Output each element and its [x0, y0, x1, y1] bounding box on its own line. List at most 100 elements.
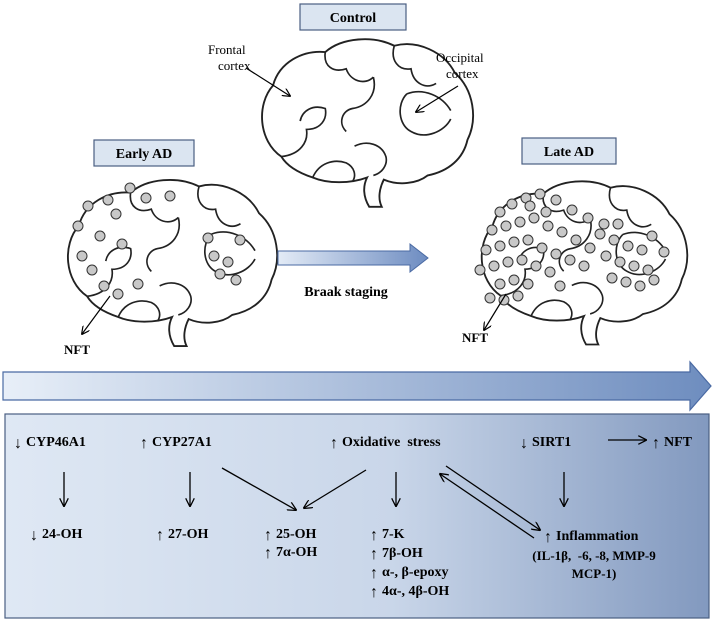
oh7a-label: 7α-OH [276, 545, 317, 560]
stage-early: Early AD [93, 139, 195, 167]
oh25-arrow-icon: ↑ [264, 527, 272, 544]
nft-early-pointer [82, 295, 111, 334]
oxidative-arrow-icon: ↑ [330, 435, 338, 452]
plaque-dot [222, 256, 234, 268]
plaque-dot [98, 280, 110, 292]
plaque-dot [82, 200, 94, 212]
plaque-dot [110, 208, 122, 220]
plaque-dot [554, 280, 566, 292]
plaque-dot [494, 206, 506, 218]
sirt1-arrow-icon: ↓ [520, 435, 528, 452]
plaque-dot [550, 248, 562, 260]
plaque-dot [76, 250, 88, 262]
plaque-dot [534, 188, 546, 200]
plaque-dot [494, 240, 506, 252]
braak-label: Braak staging [304, 285, 388, 300]
plaque-dot [612, 218, 624, 230]
cyp46a1-arrow-icon: ↓ [14, 435, 22, 452]
oh4-arrow-icon: ↑ [370, 584, 378, 601]
plaque-dot [140, 192, 152, 204]
oh27-label: 27-OH [168, 527, 209, 542]
plaque-dot [620, 276, 632, 288]
occipital-pointer [416, 85, 459, 112]
epoxy-label: α-, β-epoxy [382, 565, 449, 580]
plaque-dot [234, 234, 246, 246]
plaque-dot [582, 212, 594, 224]
plaque-dot [594, 228, 606, 240]
plaque-dot [132, 278, 144, 290]
plaque-dot [566, 204, 578, 216]
plaque-dot [214, 268, 226, 280]
inflammation-detail-2: MCP-1) [572, 566, 617, 581]
plaque-dot [636, 244, 648, 256]
plaque-dot [512, 290, 524, 302]
frontal-pointer [245, 67, 290, 96]
stage-late-label: Late AD [544, 145, 594, 160]
oh7b-arrow-icon: ↑ [370, 546, 378, 563]
plaque-dot [642, 264, 654, 276]
plaque-dot [622, 240, 634, 252]
plaque-dot [230, 274, 242, 286]
plaque-dot [584, 242, 596, 254]
plaque-dot [544, 266, 556, 278]
plaque-dot [488, 260, 500, 272]
plaque-dot [598, 218, 610, 230]
early-ad-brain [66, 178, 279, 347]
oh25-label: 25-OH [276, 527, 317, 542]
plaque-dot [606, 272, 618, 284]
plaque-dot [486, 224, 498, 236]
plaque-dot [474, 264, 486, 276]
plaque-dot [646, 230, 658, 242]
plaque-dot [94, 230, 106, 242]
oh24-arrow-icon: ↓ [30, 527, 38, 544]
stage-control: Control [299, 3, 407, 31]
plaque-dot [112, 288, 124, 300]
k7-label: 7-K [382, 527, 405, 542]
stage-early-label: Early AD [116, 147, 172, 162]
plaque-dot [506, 198, 518, 210]
early-plaques [72, 182, 246, 300]
plaque-dot [502, 256, 514, 268]
plaque-dot [484, 292, 496, 304]
plaque-dot [614, 256, 626, 268]
cyp27a1-to-25oh-arrow [221, 467, 296, 510]
plaque-dot [72, 220, 84, 232]
frontal-label-2: cortex [218, 58, 251, 73]
oh7b-label: 7β-OH [382, 546, 423, 561]
nft-top-label: NFT [664, 435, 693, 450]
sirt1-label: SIRT1 [532, 435, 571, 450]
oh24-label: 24-OH [42, 527, 83, 542]
pathway-panel: ↓ CYP46A1 ↑ CYP27A1 ↑ Oxidative stress ↓… [4, 413, 710, 619]
oh7a-arrow-icon: ↑ [264, 545, 272, 562]
plaque-dot [628, 260, 640, 272]
oxidative-to-25oh-arrow [304, 469, 367, 508]
plaque-dot [522, 234, 534, 246]
plaque-dot [556, 226, 568, 238]
plaque-dot [202, 232, 214, 244]
plaque-dot [116, 238, 128, 250]
progression-arrow [2, 360, 712, 412]
plaque-dot [536, 242, 548, 254]
plaque-dot [86, 264, 98, 276]
plaque-dot [540, 206, 552, 218]
frontal-label-1: Frontal [208, 42, 246, 57]
oxidative-to-inflammation-arrow [445, 465, 540, 530]
plaque-dot [522, 278, 534, 290]
braak-arrow [277, 242, 429, 274]
inflammation-to-oxidative-arrow [440, 474, 535, 539]
plaque-dot [542, 220, 554, 232]
plaque-dot [524, 200, 536, 212]
plaque-dot [514, 216, 526, 228]
plaque-dot [658, 246, 670, 258]
plaque-dot [508, 274, 520, 286]
plaque-dot [508, 236, 520, 248]
plaque-dot [528, 212, 540, 224]
plaque-dot [564, 254, 576, 266]
plaque-dot [124, 182, 136, 194]
oh4-label: 4α-, 4β-OH [382, 584, 449, 599]
plaque-dot [480, 244, 492, 256]
plaque-dot [608, 234, 620, 246]
oh27-arrow-icon: ↑ [156, 527, 164, 544]
nft-late-pointer [484, 293, 507, 330]
